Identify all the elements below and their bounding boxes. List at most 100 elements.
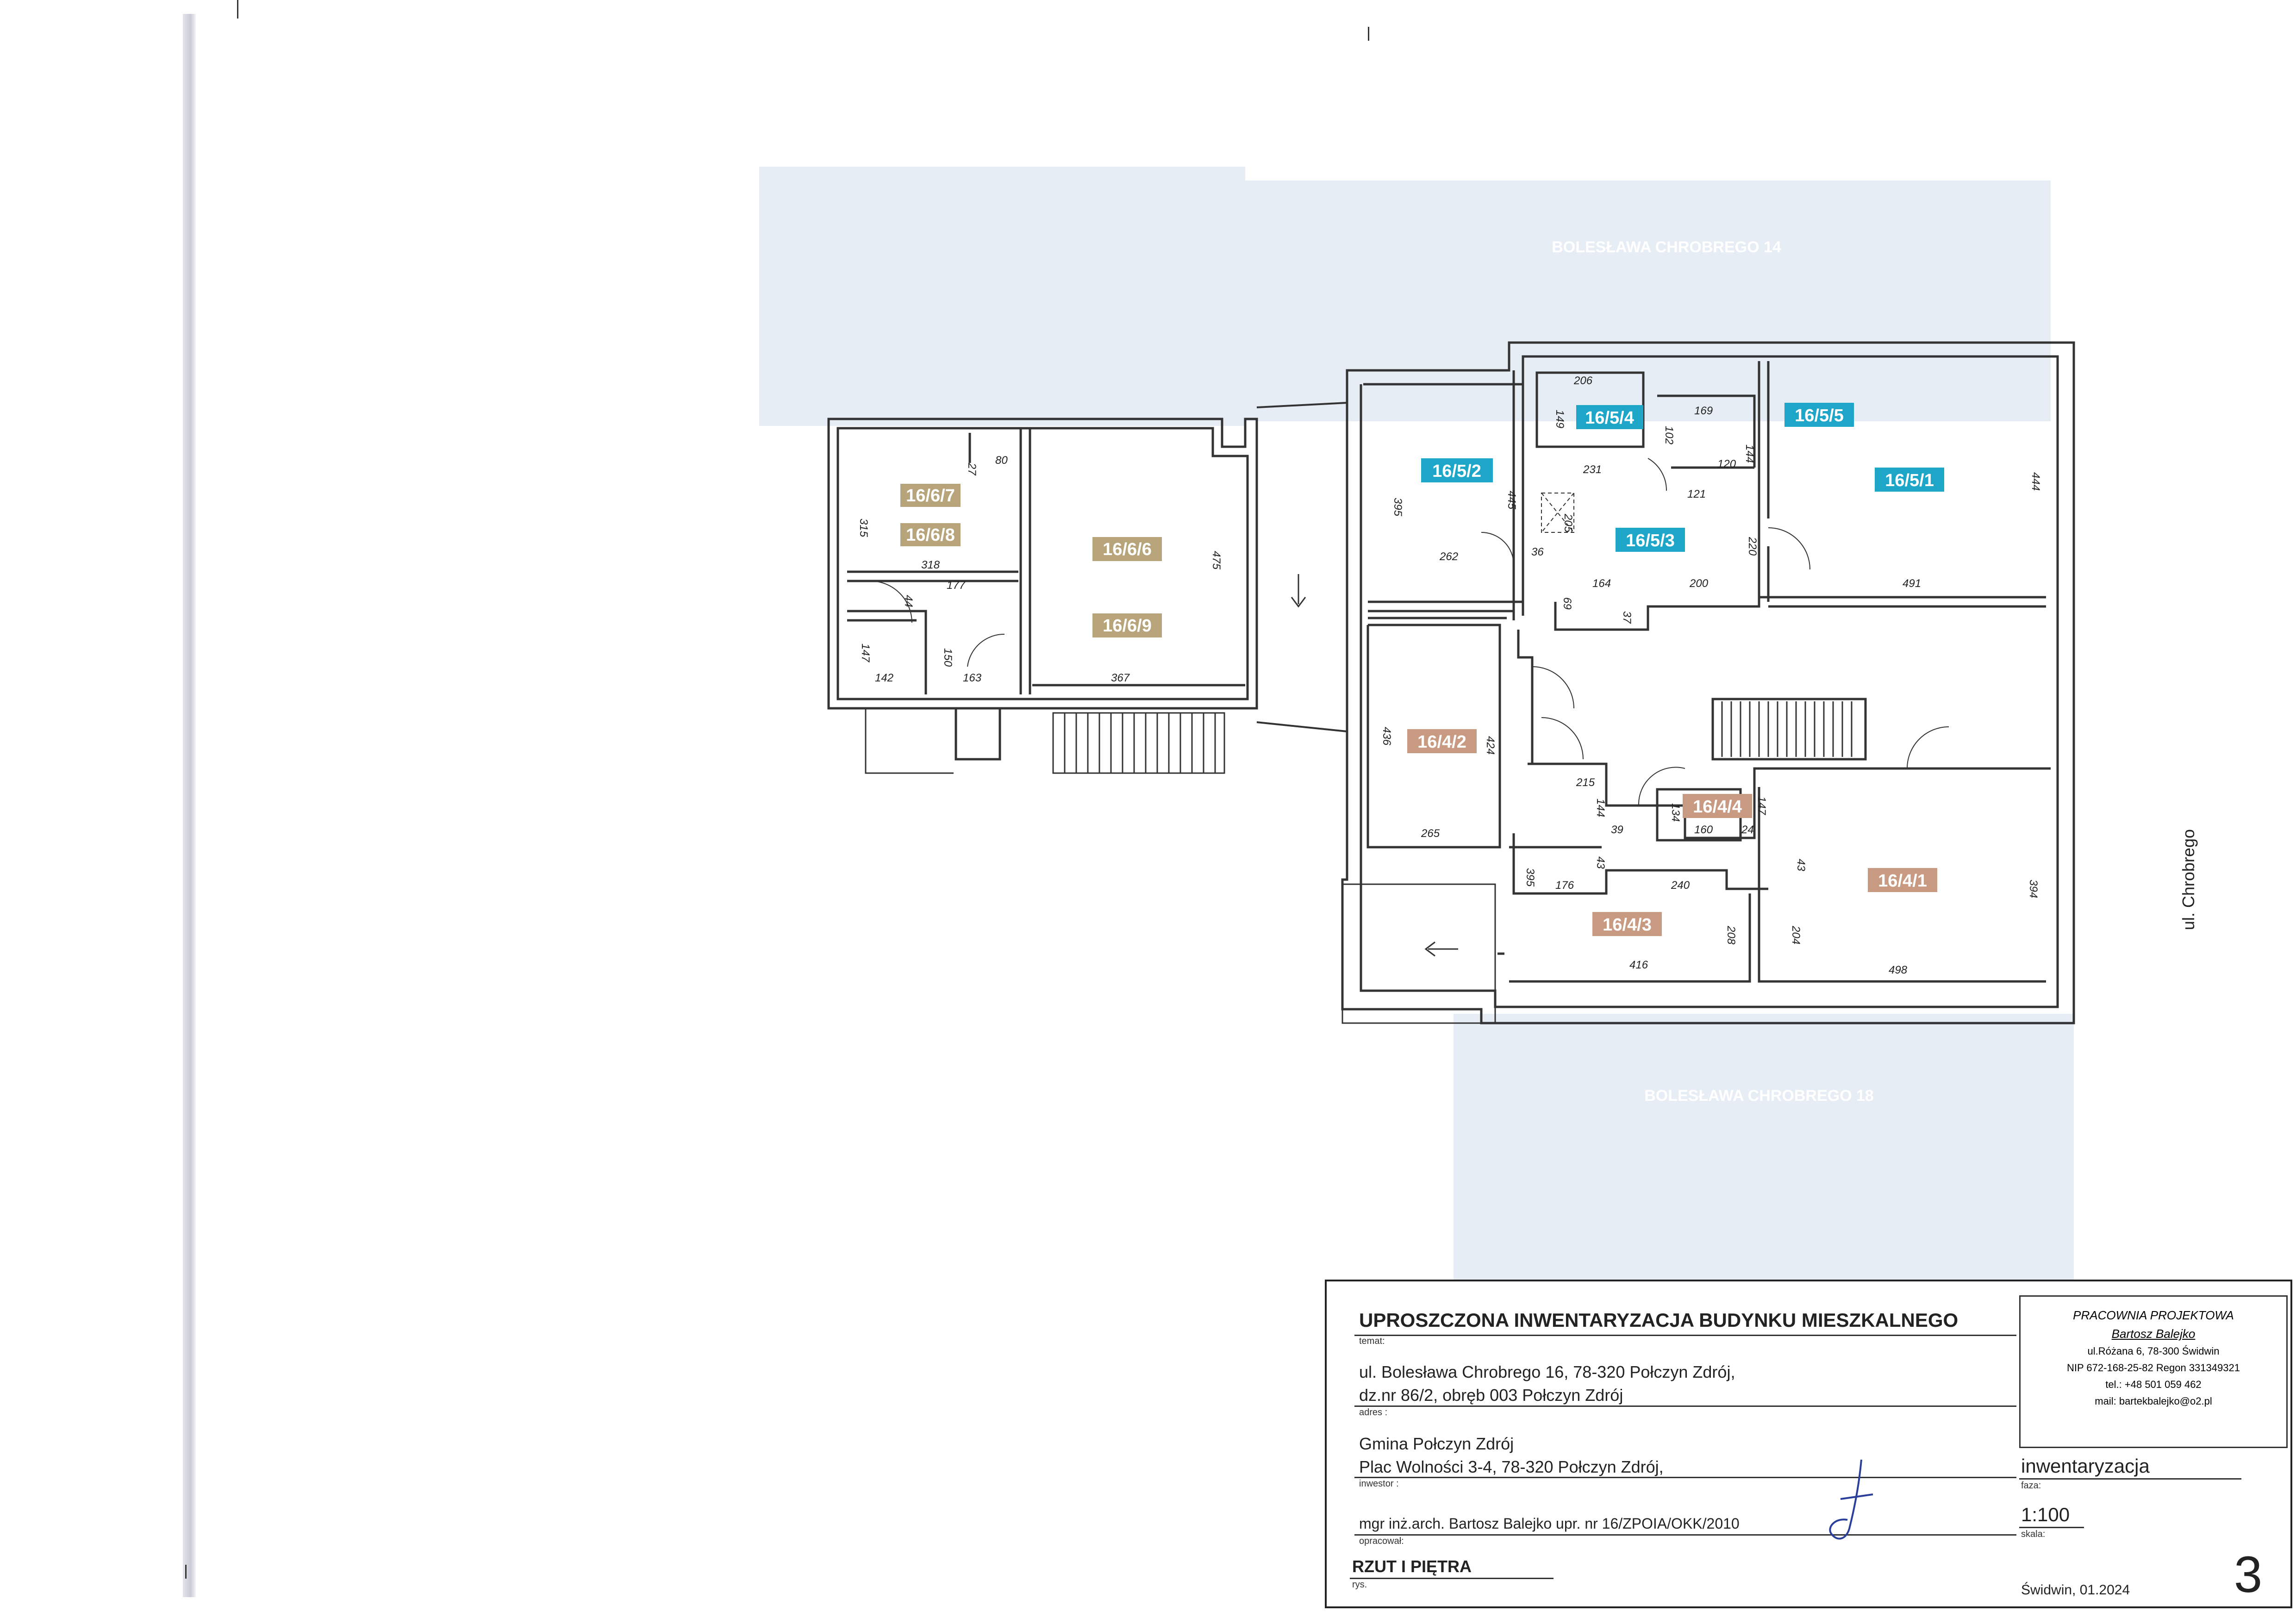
place-date: Świdwin, 01.2024: [2021, 1582, 2130, 1598]
dim-label: 177: [947, 579, 966, 592]
dim-label: 36: [1531, 546, 1544, 558]
dim-label: 318: [921, 559, 940, 571]
investor-line-1: Gmina Połczyn Zdrój: [1359, 1434, 1514, 1453]
drawing-caption: rys.: [1352, 1580, 1367, 1590]
svg-text:16/4/1: 16/4/1: [1878, 871, 1927, 891]
sheet-number: 3: [2234, 1546, 2263, 1603]
scale: 1:100: [2021, 1504, 2070, 1525]
svg-text:16/4/4: 16/4/4: [1693, 797, 1742, 817]
connector-walls: [1256, 402, 1348, 732]
dim-label: 147: [1755, 796, 1768, 816]
title-caption: temat:: [1359, 1336, 1385, 1346]
dim-label: 265: [1421, 827, 1440, 840]
dim-label: 394: [2027, 880, 2040, 898]
dim-label: 424: [1484, 736, 1497, 755]
dim-label: 149: [1554, 410, 1566, 428]
street-label-east: ul. Chrobrego: [2179, 829, 2198, 930]
dim-label: 208: [1725, 925, 1737, 945]
dim-label: 231: [1583, 463, 1602, 476]
dim-label: 206: [1573, 375, 1593, 387]
dim-label: 142: [875, 672, 893, 684]
firm-address: ul.Różana 6, 78-300 Świdwin: [2087, 1345, 2220, 1357]
west-door-arcs: [870, 581, 1005, 667]
room-label: 16/4/3: [1592, 912, 1662, 936]
entrance-arrow: [1291, 574, 1306, 608]
dim-label: 150: [942, 648, 954, 667]
svg-text:16/4/3: 16/4/3: [1603, 915, 1652, 935]
dim-label: 262: [1439, 550, 1458, 563]
phase: inwentaryzacja: [2021, 1455, 2150, 1477]
address-caption: adres :: [1359, 1407, 1388, 1418]
adjacent-yard: [1341, 883, 1496, 1024]
svg-text:16/6/6: 16/6/6: [1103, 540, 1152, 559]
scan-page-edge: [183, 14, 196, 1597]
dim-label: 445: [1505, 491, 1518, 510]
svg-text:16/5/3: 16/5/3: [1626, 531, 1675, 550]
west-wing-walls: [827, 418, 1258, 761]
scale-caption: skala:: [2021, 1529, 2046, 1539]
dim-label: 37: [1621, 611, 1633, 624]
dim-label: 163: [963, 672, 982, 684]
phase-caption: faza:: [2021, 1480, 2041, 1491]
dim-label: 367: [1111, 672, 1130, 684]
dim-label: 160: [1694, 824, 1713, 836]
project-title: UPROSZCZONA INWENTARYZACJA BUDYNKU MIESZ…: [1359, 1309, 1959, 1331]
dim-label: 69: [1561, 597, 1573, 610]
room-label: 16/5/3: [1616, 528, 1685, 552]
investor-line-2: Plac Wolności 3-4, 78-320 Połczyn Zdrój,: [1359, 1457, 1664, 1476]
dim-label: 164: [1592, 577, 1611, 590]
dim-label: 144: [1594, 799, 1607, 817]
room-label: 16/5/1: [1875, 468, 1944, 492]
west-stairs: [865, 708, 1225, 774]
dim-label: 43: [1795, 859, 1807, 871]
dim-label: 176: [1555, 879, 1574, 892]
investor-caption: inwestor :: [1359, 1479, 1399, 1489]
dim-label: 436: [1380, 727, 1393, 746]
room-label: 16/6/8: [900, 523, 961, 546]
dim-label: 475: [1210, 551, 1223, 570]
dim-label: 204: [1790, 925, 1802, 944]
author-caption: opracował:: [1359, 1536, 1404, 1546]
firm-mail: mail: bartekbalejko@o2.pl: [2095, 1395, 2212, 1407]
room-label: 16/6/6: [1092, 537, 1162, 561]
dim-label: 120: [1717, 458, 1736, 470]
dim-label: 27: [966, 462, 978, 476]
room-label: 16/4/4: [1683, 794, 1752, 818]
address-line-1: ul. Bolesława Chrobrego 16, 78-320 Połcz…: [1359, 1362, 1735, 1381]
dim-label: 395: [1391, 498, 1404, 517]
svg-text:16/6/7: 16/6/7: [906, 486, 955, 506]
dim-label: 147: [859, 643, 872, 663]
main-walls: [1341, 341, 2075, 1024]
margin-mark: [1368, 27, 1369, 41]
neighbor-buildings: [759, 167, 2074, 1287]
svg-text:16/5/2: 16/5/2: [1432, 462, 1481, 481]
main-door-arcs: [1481, 458, 1949, 806]
dim-label: 491: [1903, 577, 1921, 590]
room-label: 16/5/2: [1421, 458, 1493, 482]
dim-label: 416: [1629, 959, 1648, 971]
room-label: 16/6/7: [900, 484, 961, 507]
room-label: 16/4/2: [1407, 729, 1477, 753]
exit-arrow: [1424, 941, 1458, 957]
margin-mark: [237, 0, 238, 19]
dim-label: 44: [902, 595, 915, 607]
street-label-top: BOLESŁAWA CHROBREGO 14: [1552, 238, 1781, 256]
dim-label: 80: [995, 454, 1008, 467]
dim-label: 315: [857, 518, 870, 537]
dim-label: 24: [1741, 824, 1754, 836]
dim-label: 220: [1746, 537, 1759, 556]
dim-label: 240: [1671, 879, 1690, 892]
firm-ids: NIP 672-168-25-82 Regon 331349321: [2067, 1362, 2240, 1374]
svg-text:16/6/8: 16/6/8: [906, 525, 955, 545]
dim-label: 215: [1576, 776, 1595, 789]
svg-text:16/5/1: 16/5/1: [1885, 471, 1934, 490]
room-label: 16/6/9: [1092, 613, 1162, 637]
dim-label: 205: [1562, 513, 1574, 533]
dim-label: 169: [1694, 405, 1713, 417]
drawing-name: RZUT I PIĘTRA: [1352, 1557, 1472, 1576]
dim-label: 43: [1594, 856, 1607, 869]
firm-phone: tel.: +48 501 059 462: [2105, 1379, 2202, 1390]
dim-label: 121: [1687, 488, 1706, 500]
firm-owner: Bartosz Balejko: [2111, 1327, 2196, 1341]
